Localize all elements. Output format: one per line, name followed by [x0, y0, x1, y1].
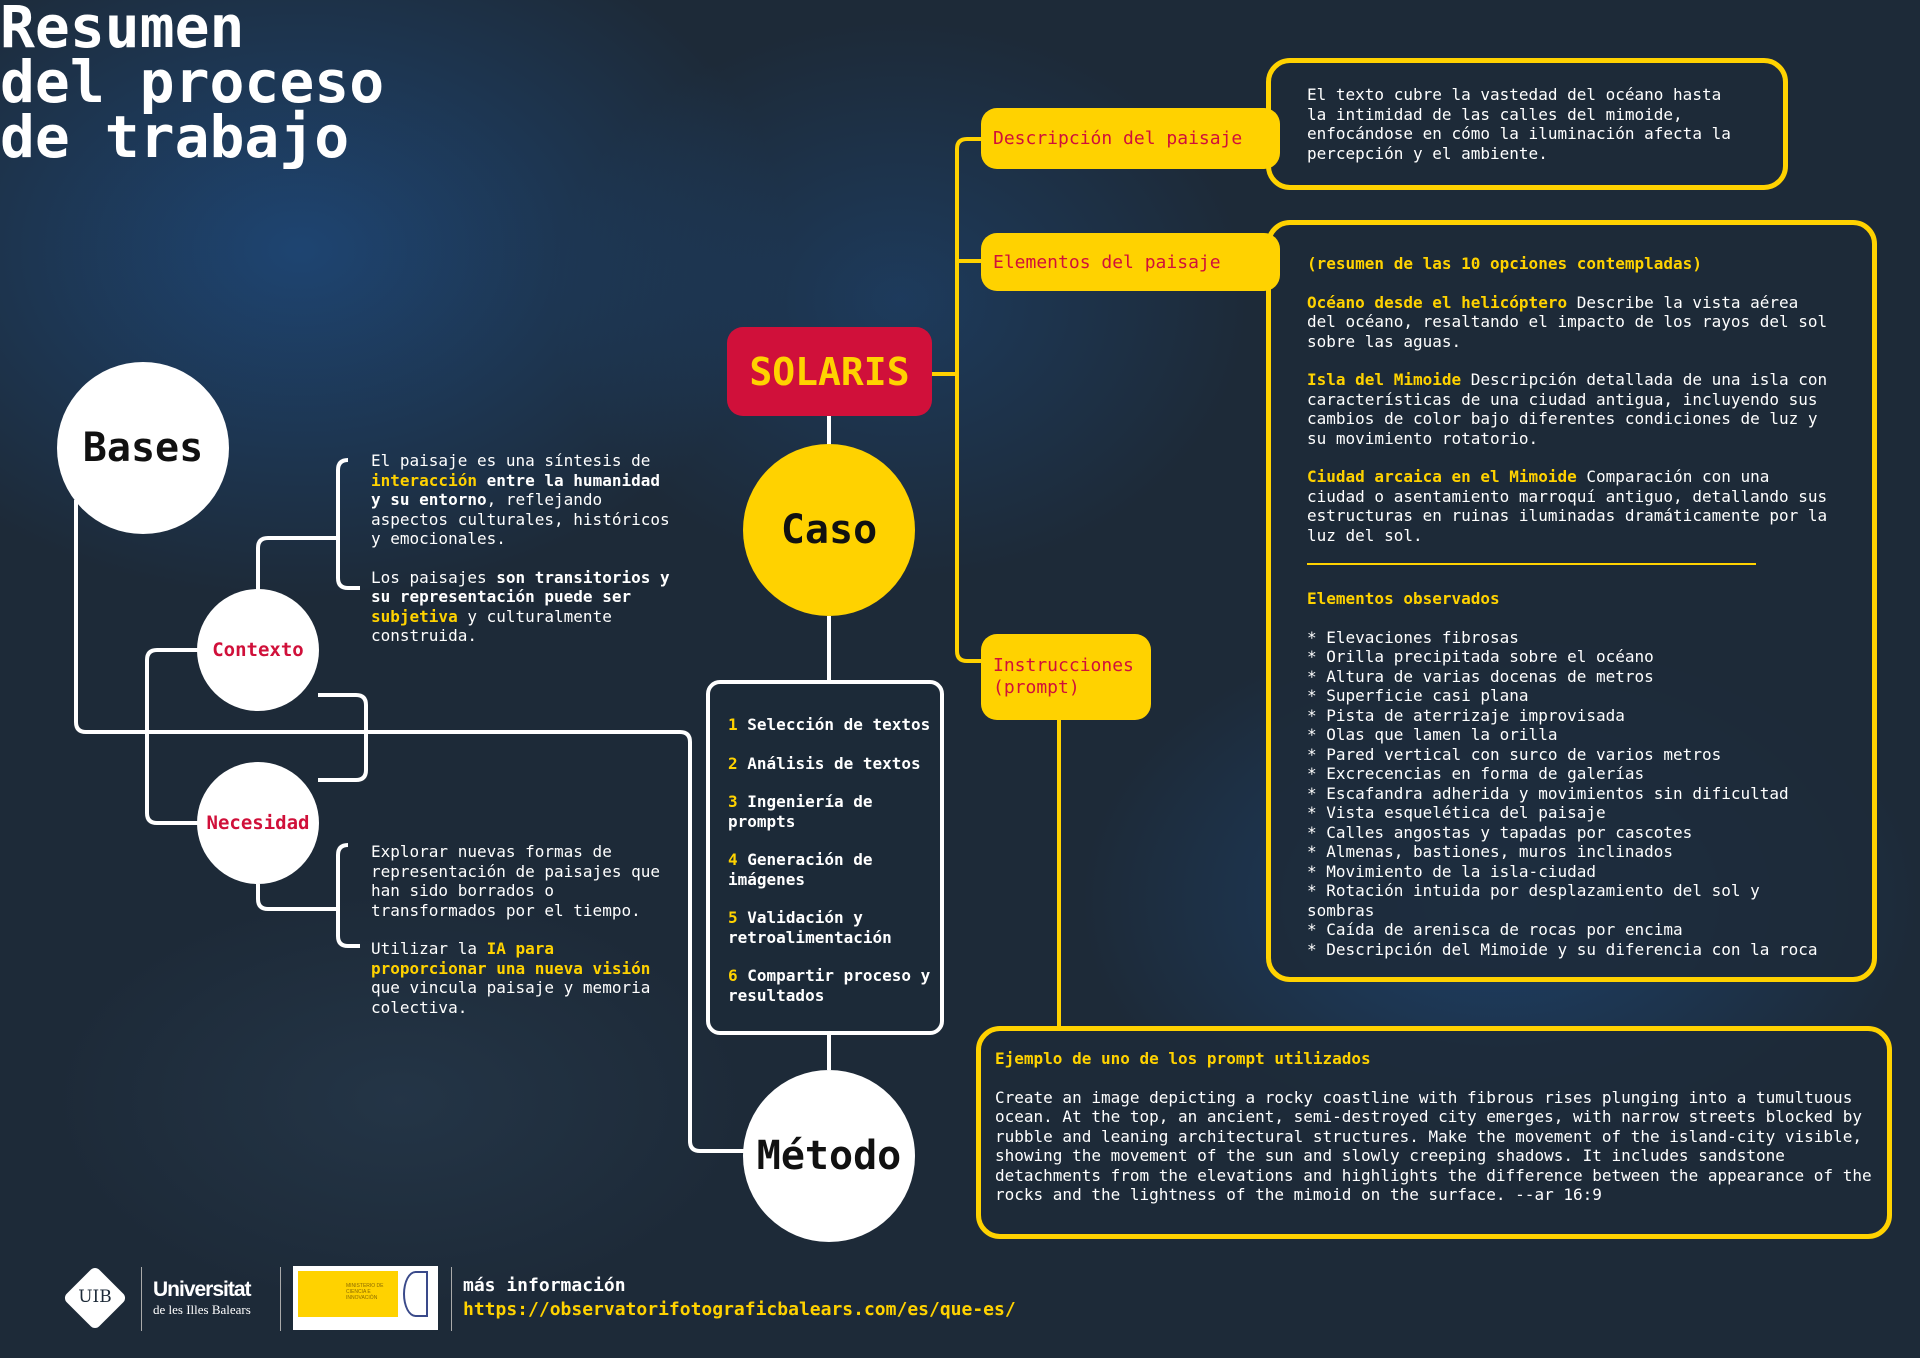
- observed-item: * Altura de varias docenas de metros: [1307, 666, 1654, 686]
- elementos-box: (resumen de las 10 opciones contempladas…: [1266, 220, 1877, 982]
- contexto-paragraph-2: Los paisajes son transitorios y su repre…: [371, 568, 671, 646]
- step-number: 3: [728, 792, 738, 811]
- pill-descripcion: Descripción del paisaje: [981, 108, 1280, 169]
- node-necesidad: Necesidad: [197, 762, 319, 884]
- divider: [1307, 563, 1756, 565]
- step-label: Selección de textos: [747, 715, 931, 734]
- pill-elementos: Elementos del paisaje: [981, 233, 1280, 291]
- observed-item: * Movimiento de la isla-ciudad: [1307, 861, 1596, 881]
- bold-text: entre la humanidad y su entorno: [371, 470, 660, 510]
- descripcion-box: El texto cubre la vastedad del océano ha…: [1266, 58, 1788, 190]
- step-number: 4: [728, 850, 738, 869]
- method-step: 5 Validación y retroalimentación: [728, 908, 940, 947]
- example-title: Ejemplo de uno de los prompt utilizados: [995, 1049, 1371, 1068]
- observed-item: * Excrecencias en forma de galerías: [1307, 764, 1645, 783]
- observed-item: * Superficie casi plana: [1307, 686, 1529, 705]
- option-text: Comparación con una ciudad o asentamient…: [1307, 467, 1828, 545]
- example-box: Ejemplo de uno de los prompt utilizados …: [976, 1026, 1892, 1239]
- observed-item: * Pared vertical con surco de varios met…: [1307, 744, 1722, 764]
- observed-item: * Olas que lamen la orilla: [1307, 725, 1558, 744]
- observed-item: * Caída de arenisca de rocas por encima: [1307, 920, 1683, 939]
- observed-item: * Calles angostas y tapadas por cascotes: [1307, 822, 1693, 842]
- option-name: Isla del Mimoide: [1307, 370, 1462, 389]
- text: Los paisajes: [371, 567, 497, 587]
- uib-logo: UIB: [62, 1265, 128, 1331]
- option-item: Isla del Mimoide Descripción detallada d…: [1307, 370, 1836, 448]
- method-step: 6 Compartir proceso y resultados: [728, 966, 940, 1005]
- divider: [451, 1267, 452, 1331]
- step-label: Validación y retroalimentación: [728, 908, 892, 947]
- example-prompt-text: Create an image depicting a rocky coastl…: [995, 1087, 1872, 1205]
- divider: [141, 1267, 142, 1331]
- observed-item: * Vista esquelética del paisaje: [1307, 803, 1606, 822]
- university-subtitle: de les Illes Balears: [153, 1302, 251, 1317]
- more-info-link[interactable]: https://observatorifotograficbalears.com…: [463, 1299, 1016, 1320]
- step-number: 5: [728, 908, 738, 927]
- method-step: 4 Generación de imágenes: [728, 850, 940, 889]
- node-metodo: Método: [743, 1070, 915, 1242]
- necesidad-paragraph-1: Explorar nuevas formas de representación…: [371, 842, 660, 920]
- option-item: Océano desde el helicóptero Describe la …: [1307, 293, 1836, 352]
- text: y culturalmente construida.: [371, 606, 612, 646]
- node-contexto: Contexto: [197, 589, 319, 711]
- observed-item: * Descripción del Mimoide y su diferenci…: [1307, 939, 1818, 959]
- step-number: 6: [728, 966, 738, 985]
- option-item: Ciudad arcaica en el Mimoide Comparación…: [1307, 467, 1836, 545]
- observed-item: * Escafandra adherida y movimientos sin …: [1307, 783, 1789, 803]
- step-label: Generación de imágenes: [728, 850, 873, 889]
- text: Utilizar la: [371, 939, 487, 958]
- agency-icon: [403, 1271, 428, 1317]
- highlight: interacción: [371, 470, 477, 490]
- text: , reflejando aspectos culturales, histór…: [371, 490, 670, 548]
- contexto-paragraph-1: El paisaje es una síntesis de interacció…: [371, 451, 671, 549]
- option-text: Describe la vista aérea del océano, resa…: [1307, 292, 1828, 351]
- text: El paisaje es una síntesis de: [371, 451, 651, 470]
- node-solaris: SOLARIS: [727, 327, 932, 416]
- method-step: 2 Análisis de textos: [728, 754, 940, 774]
- step-label: Análisis de textos: [747, 753, 921, 773]
- observed-item: * Pista de aterrizaje improvisada: [1307, 705, 1625, 725]
- university-title: Universitat: [153, 1278, 252, 1301]
- divider: [280, 1267, 281, 1331]
- page-title: Resumen del proceso de trabajo: [0, 0, 385, 171]
- observed-list: * Elevaciones fibrosas* Orilla precipita…: [1307, 628, 1836, 960]
- observed-title: Elementos observados: [1307, 589, 1500, 608]
- highlight: subjetiva: [371, 606, 458, 626]
- ministry-text: MINISTERIO DE CIENCIA E INNOVACIÓN: [298, 1271, 398, 1317]
- contexto-text: El paisaje es una síntesis de interacció…: [371, 451, 671, 646]
- observed-item: * Elevaciones fibrosas: [1307, 627, 1519, 647]
- option-text: Descripción detallada de una isla con ca…: [1307, 370, 1828, 448]
- more-info-label: más información: [463, 1275, 626, 1296]
- uib-logo-text: UIB: [78, 1287, 112, 1307]
- step-label: Compartir proceso y resultados: [728, 966, 931, 1005]
- option-name: Ciudad arcaica en el Mimoide: [1307, 467, 1577, 486]
- method-step: 1 Selección de textos: [728, 715, 940, 735]
- step-label: Ingeniería de prompts: [728, 792, 873, 831]
- necesidad-paragraph-2: Utilizar la IA para proporcionar una nue…: [371, 939, 671, 1017]
- observed-item: * Almenas, bastiones, muros inclinados: [1307, 842, 1674, 861]
- university-name: Universitat de les Illes Balears: [153, 1278, 252, 1318]
- highlight: IA para proporcionar una nueva visión: [371, 939, 651, 978]
- pill-instrucciones: Instrucciones (prompt): [981, 634, 1151, 720]
- node-bases: Bases: [57, 362, 229, 534]
- observed-item: * Rotación intuida por desplazamiento de…: [1307, 881, 1760, 920]
- ministry-logo: MINISTERIO DE CIENCIA E INNOVACIÓN: [293, 1266, 438, 1330]
- descripcion-text: El texto cubre la vastedad del océano ha…: [1307, 85, 1731, 163]
- step-number: 2: [728, 753, 738, 773]
- necesidad-text: Explorar nuevas formas de representación…: [371, 842, 671, 1017]
- step-number: 1: [728, 715, 738, 734]
- text: que vincula paisaje y memoria colectiva.: [371, 978, 651, 1017]
- method-steps-list: 1 Selección de textos 2 Análisis de text…: [706, 680, 944, 1035]
- elementos-subtitle: (resumen de las 10 opciones contempladas…: [1307, 254, 1702, 273]
- observed-item: * Orilla precipitada sobre el océano: [1307, 647, 1654, 666]
- option-name: Océano desde el helicóptero: [1307, 292, 1568, 312]
- method-step: 3 Ingeniería de prompts: [728, 792, 940, 831]
- bold-text: son transitorios y su representación pue…: [371, 567, 670, 607]
- node-caso: Caso: [743, 444, 915, 616]
